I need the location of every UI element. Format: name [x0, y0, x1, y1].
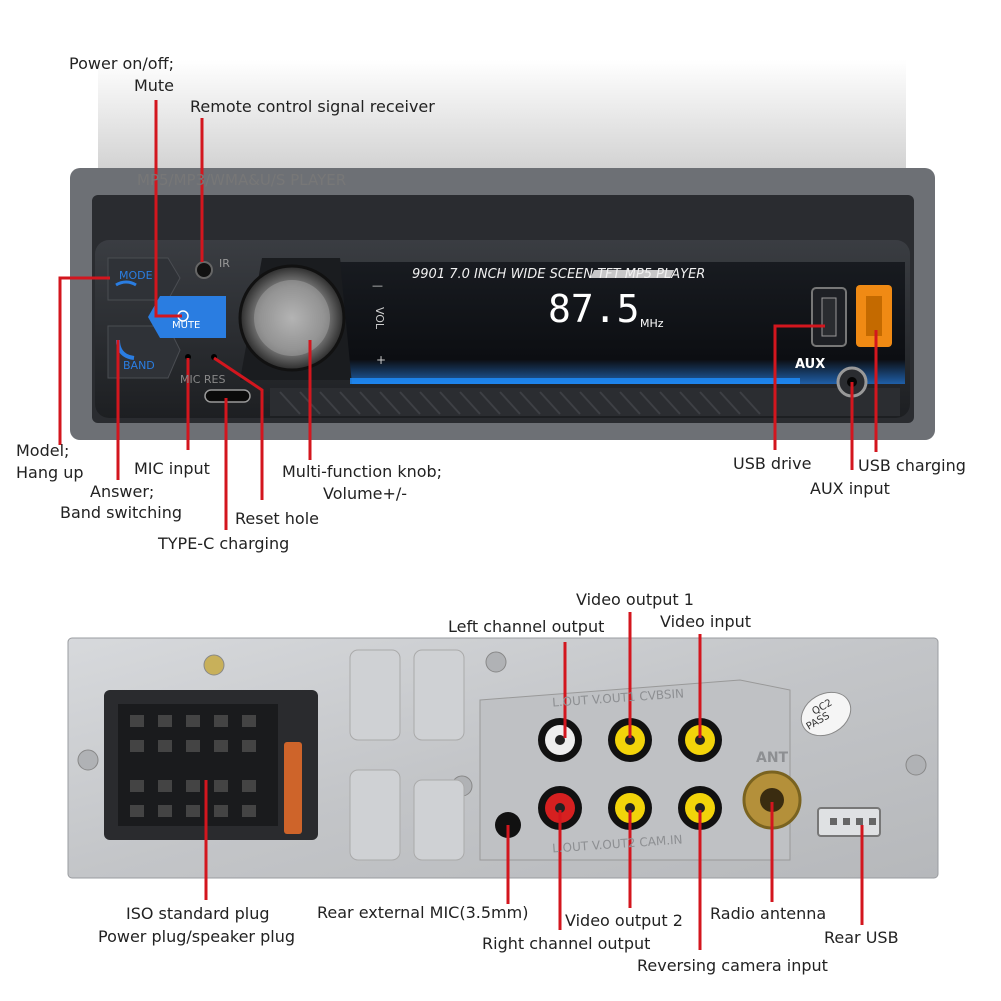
label-band-switch: Band switching [60, 503, 182, 522]
vol-minus: — [372, 279, 383, 292]
label-usb-charging: USB charging [858, 456, 966, 475]
label-volume: Volume+/- [323, 484, 408, 503]
screen-title: 9901 7.0 INCH WIDE SCEEN TFT MP5 PLAYER [412, 267, 706, 282]
label-video-output2: Video output 2 [565, 911, 683, 930]
label-typec: TYPE-C charging [158, 534, 290, 553]
rca-video-out-1 [608, 718, 652, 762]
rca-left-out-1 [538, 718, 582, 762]
fuse [284, 742, 302, 834]
label-aux-input: AUX input [810, 479, 890, 498]
mode-button[interactable]: MODE [119, 269, 153, 282]
callout-lines [58, 100, 878, 950]
vol-mark: VOL [373, 306, 387, 330]
label-model: Model; [16, 441, 70, 460]
label-hangup: Hang up [16, 463, 84, 482]
label-usb-drive: USB drive [733, 454, 812, 473]
aux-mark: AUX [795, 357, 826, 372]
label-video-output1: Video output 1 [576, 590, 694, 609]
rca-video-out-2 [608, 786, 652, 830]
mic-res-mark: MIC RES [180, 373, 226, 386]
button-mode-shape [107, 257, 181, 301]
ir-mark: IR [219, 257, 230, 270]
screen-flap [98, 60, 906, 192]
label-iso: ISO standard plug [126, 904, 270, 923]
label-right-channel: Right channel output [482, 934, 651, 953]
label-mute: Mute [133, 76, 174, 95]
label-mic-input: MIC input [134, 459, 210, 478]
rca-video-in [678, 718, 722, 762]
display-screen [340, 262, 905, 384]
label-radio-antenna: Radio antenna [710, 904, 827, 923]
label-power: Power on/off; [69, 54, 174, 73]
label-left-channel: Left channel output [448, 617, 605, 636]
label-knob: Multi-function knob; [282, 462, 443, 481]
mute-button-shape [148, 296, 226, 338]
mute-button[interactable]: MUTE [172, 320, 201, 331]
frequency-readout: 87.5 [548, 287, 640, 331]
label-answer: Answer; [90, 482, 155, 501]
vol-plus: + [376, 353, 387, 367]
label-video-input: Video input [660, 612, 752, 631]
frequency-unit: MHz [640, 317, 664, 330]
band-button[interactable]: BAND [123, 359, 155, 372]
label-remote: Remote control signal receiver [190, 97, 435, 116]
label-reset: Reset hole [235, 509, 319, 528]
label-power-plug: Power plug/speaker plug [98, 927, 295, 946]
rca-right-out [538, 786, 582, 830]
rca-camera-in [678, 786, 722, 830]
model-text: MP5/MP3/WMA&U/S PLAYER [137, 171, 347, 189]
qc-sticker [800, 691, 852, 737]
label-reversing-camera: Reversing camera input [637, 956, 828, 975]
ant-mark: ANT [756, 750, 789, 766]
label-rear-usb: Rear USB [824, 928, 899, 947]
label-rear-mic: Rear external MIC(3.5mm) [317, 903, 529, 922]
